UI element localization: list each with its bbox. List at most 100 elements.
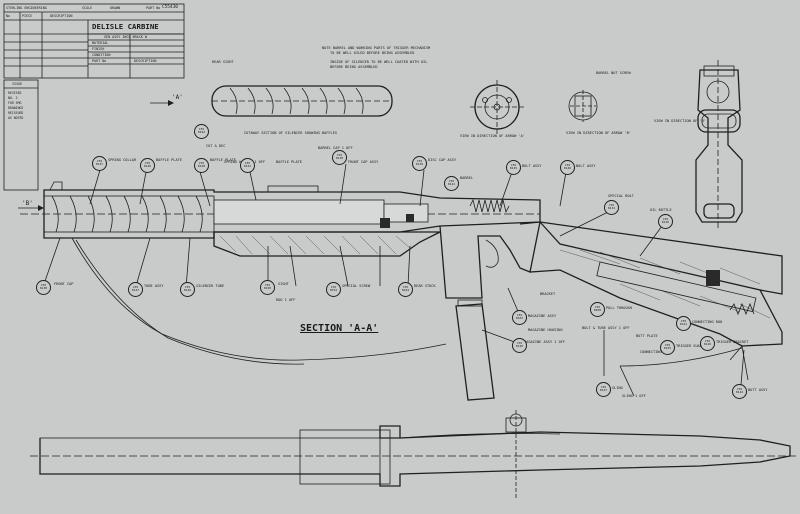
issue-line-1: REVISED (8, 91, 22, 95)
callout-label: SPRING COLLAR (108, 158, 137, 162)
magazine-label: MAGAZINE ASSY 1 OFF (524, 340, 566, 344)
view-a-label: VIEW IN DIRECTION OF ARROW 'A' (460, 134, 525, 138)
note-line-3: INSIDE OF SILENCER TO BE WELL COATED WIT… (330, 60, 428, 64)
callout-bubble: C55 8146 (180, 282, 195, 297)
company-name: STERLING ENGINEERING (6, 6, 47, 10)
callout-label: BOLT ASSY (522, 164, 542, 168)
bracket-label: BRACKET (540, 292, 556, 296)
callout-bubble: C55 8146 (560, 160, 575, 175)
callout-label: REAR STOCK (414, 284, 436, 288)
plan-view (30, 410, 796, 500)
callout-label: SPECIAL BOLT (608, 194, 634, 198)
callout-label: MAGAZINE HOUSING (528, 328, 563, 332)
callout-bubble: C55 8144 (732, 384, 747, 399)
callout-label: TRIGGER GUARD (676, 344, 705, 348)
issue-block-frame (3, 79, 39, 191)
barrel-cap-label: BARREL CAP 1 OFF (318, 146, 353, 150)
part-no: C55430 (162, 5, 178, 10)
callout-bubble: C55 8164 (398, 282, 413, 297)
cutaway-note: CUTAWAY SECTION OF SILENCER SHOWING BAFF… (244, 131, 338, 135)
callout-label: BOLT ASSY (576, 164, 596, 168)
callout-bubble: C55 8146 (700, 336, 715, 351)
main-section-view (18, 181, 783, 401)
product-name: DELISLE CARBINE (92, 22, 159, 31)
callout-label: BAFFLE PLATE (210, 158, 236, 162)
callout-bubble: C55 8126 (512, 338, 527, 353)
section-title: SECTION 'A-A' (300, 323, 379, 334)
issue-line-5: REISSUED (8, 111, 24, 115)
callout-bubble: C55 8141 (240, 158, 255, 173)
silencer-cutaway (150, 85, 393, 117)
callout-bubble: C55 8141 (444, 176, 459, 191)
callout-bubble: C55 8163 (512, 310, 527, 325)
material-label: MATERIAL (92, 41, 109, 45)
end-view (470, 80, 524, 134)
callout-label: DISC CAP ASSY (428, 158, 457, 162)
note-line-2: TO BE WELL OILED BEFORE BEING ASSEMBLED (330, 51, 415, 55)
callout-label: BARREL (460, 176, 473, 180)
callout-label: MAGAZINE ASSY (528, 314, 557, 318)
view-b-label: VIEW IN DIRECTION OF ARROW 'B' (566, 131, 631, 135)
callout-bubble: C55 8136 (658, 214, 673, 229)
title-block-frame (3, 3, 185, 79)
note-line-4: BEFORE BEING ASSEMBLED (330, 65, 378, 69)
view-a-marker: 'A' (172, 94, 183, 101)
rod-label: ROD 1 OFF (276, 298, 296, 302)
cut-and-dec-label: CUT & DEC (206, 144, 226, 148)
callout-bubble: C55 8138 (36, 280, 51, 295)
barrel-nut-detail (568, 90, 598, 122)
callout-label: SIGHT (278, 282, 289, 286)
connecting-rod-label: CONNECTING ROD (640, 350, 671, 354)
callout-label: CONNECTING ROD (692, 320, 723, 324)
leader-lines (43, 163, 745, 397)
callout-bubble: C55 8147 (128, 282, 143, 297)
note-line-1: NOTE BARREL AND WORKING PARTS OF TRIGGER… (322, 46, 431, 50)
callout-label: SILENCER TUBE (196, 284, 225, 288)
view-b-note: VIEW IN DIRECTION OF 'B' (654, 119, 706, 123)
issue-line-6: AS NOTED (8, 116, 24, 120)
callout-label: BUTT ASSY (748, 388, 768, 392)
callout-label: OIL BOTTLE (650, 208, 672, 212)
callout-label: FRONT CAP ASSY (348, 160, 379, 164)
assy-line: GEN ASSY INCL BRACK W (104, 35, 147, 39)
callout-bubble: C55 8146 (140, 158, 155, 173)
condition-label: CONDITION (92, 53, 111, 57)
callout-label: FRONT CAP (54, 282, 74, 286)
callout-label: BAFFLE PLATE (156, 158, 182, 162)
view-b-marker: 'B' (22, 200, 33, 207)
callout-label: SPECIAL SCREW (342, 284, 371, 288)
callout-label: TUBE ASSY (144, 284, 164, 288)
part-no-row-label: PART No (92, 59, 107, 63)
scale-label: SCALE (82, 6, 93, 10)
drawn-label: DRAWN (110, 6, 121, 10)
finish-label: FINISH (92, 47, 105, 51)
description-label: DESCRIPTION (50, 14, 73, 18)
callout-label: PULL THROUGH (606, 306, 632, 310)
callout-bubble: C55 8140 (194, 158, 209, 173)
issue-line-3: FOR SMG (8, 101, 22, 105)
description-row-label: DESCRIPTION (134, 59, 157, 63)
callout-label: SLING (612, 386, 623, 390)
callout-bubble: C55 8150 (260, 280, 275, 295)
butt-plate-label: BUTT PLATE (636, 334, 658, 338)
bolt-tube-label: BOLT & TUBE ASSY 1 OFF (582, 326, 630, 330)
sling-label: SLING 1 OFF (622, 394, 646, 398)
callout-label: REAR SIGHT (212, 60, 234, 64)
piece-label: PIECE (22, 14, 33, 18)
part-no-label: PART No (146, 6, 161, 10)
barrel-nut-screw-label: BARREL NUT SCREW (596, 71, 631, 75)
callout-bubble: C55 8134 (604, 200, 619, 215)
callout-label: TRIGGER BRACKET (716, 340, 749, 344)
rear-view (695, 60, 743, 230)
callout-label: BAFFLE PLATE (276, 160, 302, 164)
callout-bubble: C55 8152 (326, 282, 341, 297)
callout-bubble: C55 8155 (660, 340, 675, 355)
issue-heading: ISSUE (12, 82, 23, 86)
callout-bubble: C55 8141 (676, 316, 691, 331)
callout-bubble: C55 8200 (590, 302, 605, 317)
callout-bubble: C55 8145 (506, 160, 521, 175)
issue-line-4: DRAWINGS (8, 106, 24, 110)
no-label: No (6, 14, 11, 18)
